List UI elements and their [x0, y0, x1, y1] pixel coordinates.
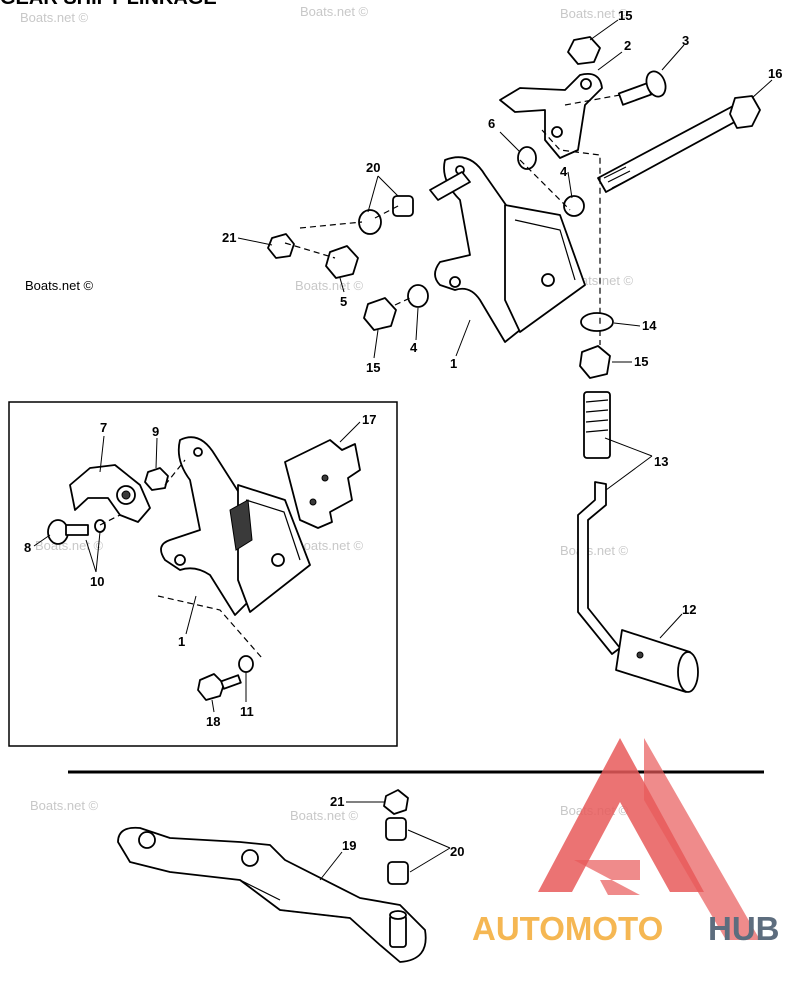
callout-3: 3	[682, 33, 689, 48]
logo-triangle	[538, 738, 704, 892]
screw-part-3	[617, 70, 667, 106]
inset-washer-part-11	[238, 655, 254, 673]
logo-word-left: AUTOMOTO	[472, 910, 663, 947]
lever-part-19	[117, 826, 427, 963]
inset-screw-part-18	[197, 673, 242, 701]
watermark: Boats.net ©	[35, 538, 104, 553]
header-fragment: GEAR SHIFT LINKAGE	[0, 0, 217, 9]
callout-20: 20	[450, 844, 464, 859]
bushings-part-20	[358, 195, 414, 235]
inset-nut-part-9	[144, 467, 169, 491]
callout-12: 12	[682, 602, 696, 617]
nut-part-21	[383, 789, 409, 815]
watermark: Boats.net ©	[295, 278, 364, 293]
callout-7: 7	[100, 420, 107, 435]
callout-9: 9	[152, 424, 159, 439]
callout-21: 21	[222, 230, 236, 245]
nut-part-15	[363, 297, 397, 331]
watermark: Boats.net ©	[290, 808, 359, 823]
inset-washer-part-10	[94, 519, 106, 533]
plate-part-2	[499, 73, 603, 159]
bolt-part-16	[597, 95, 761, 193]
watermark: Boats.net ©	[25, 278, 94, 293]
inset-bracket-part-1	[160, 436, 311, 616]
callout-2: 2	[624, 38, 631, 53]
watermark: Boats.net ©	[300, 4, 369, 19]
callout-labels: 15 2 3 16 6 20 4 21 5 15 4 1 14 15 13 12…	[24, 8, 782, 859]
callout-13: 13	[654, 454, 668, 469]
callout-11: 11	[240, 704, 254, 719]
nut-part-5	[325, 245, 359, 279]
callout-4: 4	[410, 340, 418, 355]
watermarks: Boats.net © Boats.net © Boats.net © Boat…	[20, 4, 634, 823]
washer-part-4	[407, 284, 429, 308]
leader-lines	[33, 19, 773, 881]
pin-on-bracket	[429, 171, 471, 201]
callout-15: 15	[618, 8, 632, 23]
assembly-lines-top	[284, 94, 621, 345]
watermark: Boats.net ©	[30, 798, 99, 813]
automotohub-logo: AUTOMOTO HUB	[472, 738, 780, 947]
inset-clip-part-7	[69, 464, 151, 523]
nut-part-21	[267, 233, 295, 259]
callout-10: 10	[90, 574, 104, 589]
watermark: Boats.net ©	[560, 6, 629, 21]
bushings-part-20	[385, 817, 409, 885]
assembly-lines-inset	[99, 459, 263, 659]
callout-15: 15	[634, 354, 648, 369]
callout-1: 1	[450, 356, 457, 371]
callout-18: 18	[206, 714, 220, 729]
coupler-part-12	[615, 629, 699, 693]
watermark: Boats.net ©	[295, 538, 364, 553]
watermark: Boats.net ©	[560, 543, 629, 558]
shift-rod-part-13	[577, 391, 621, 655]
callout-5: 5	[340, 294, 347, 309]
nut-part-15	[567, 36, 601, 65]
callout-16: 16	[768, 66, 782, 81]
callout-20: 20	[366, 160, 380, 175]
washer-part-6	[517, 146, 537, 170]
callout-15: 15	[366, 360, 380, 375]
washer-part-14	[580, 312, 614, 332]
inset-screw-part-8	[47, 519, 89, 545]
logo-word-right: HUB	[708, 910, 780, 947]
watermark: Boats.net ©	[20, 10, 89, 25]
callout-6: 6	[488, 116, 495, 131]
callout-1: 1	[178, 634, 185, 649]
callout-4: 4	[560, 164, 568, 179]
bracket-part-1	[434, 156, 586, 343]
callout-14: 14	[642, 318, 657, 333]
callout-17: 17	[362, 412, 376, 427]
callout-19: 19	[342, 838, 356, 853]
callout-21: 21	[330, 794, 344, 809]
washer-part-4	[563, 195, 585, 217]
nut-part-15	[579, 345, 611, 379]
callout-8: 8	[24, 540, 31, 555]
pivot-pin-part-19	[389, 910, 407, 948]
inset-frame	[8, 401, 398, 747]
inset-plate-part-17	[284, 439, 361, 529]
